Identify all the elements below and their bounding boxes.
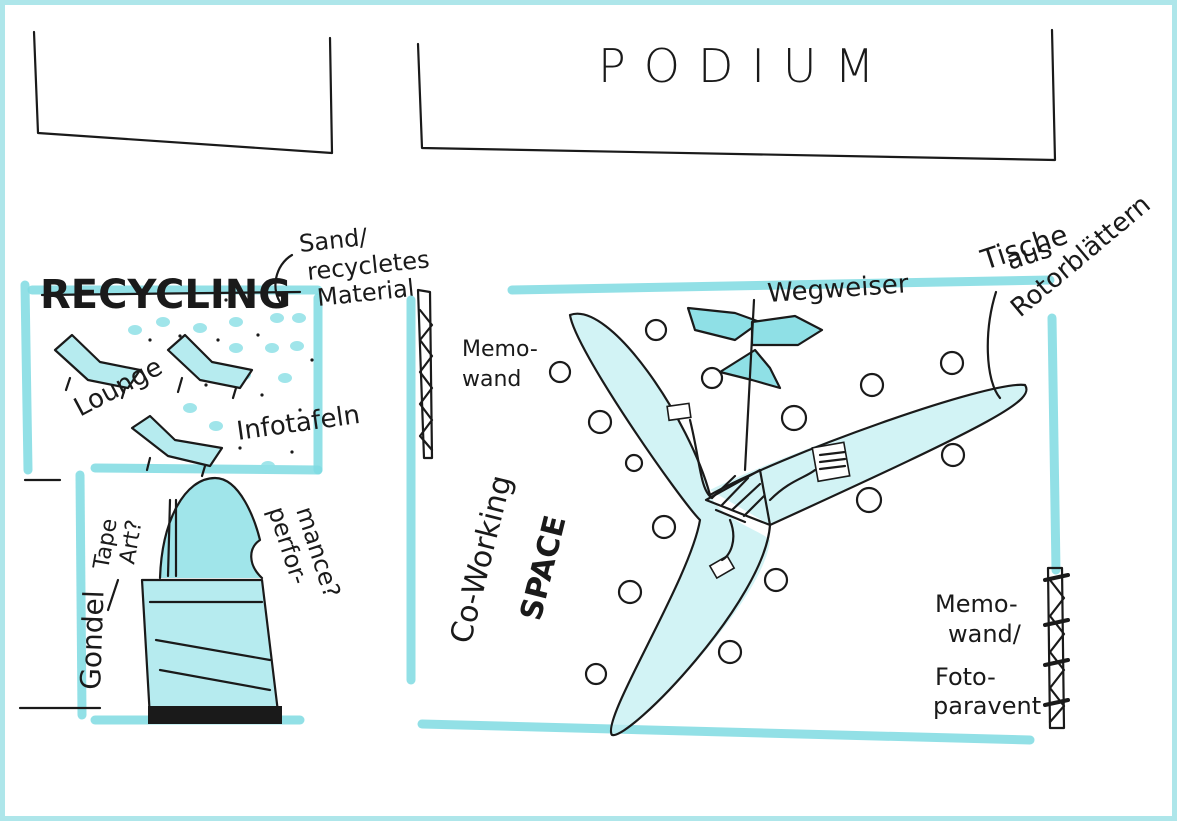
memowand-left — [406, 288, 434, 685]
laptop-icon — [811, 441, 851, 483]
podium-label: PODIUM — [598, 39, 892, 93]
infotafeln-label: Infotafeln — [235, 400, 362, 447]
sand-note: Sand/ recycletes Material — [274, 223, 431, 312]
wegweiser-signpost — [686, 298, 824, 472]
fotoparavent-line-2: paravent — [933, 692, 1041, 720]
coworking-area-walls — [417, 275, 1061, 745]
lounge-chair — [53, 333, 142, 400]
gondel-shape — [140, 476, 282, 724]
coworking-seats — [548, 318, 966, 686]
gondel-divider — [106, 578, 120, 612]
rotor-blade-table — [568, 312, 1028, 737]
memowand-left-line-1: Memo- — [462, 337, 538, 362]
fotoparavent-line-1: Foto- — [935, 663, 996, 691]
recycling-area-walls — [20, 280, 323, 482]
floor-plan-sketch: PODIUM RECYCLING — [18, 28, 1157, 745]
coworking-label-line-1: Co-Working — [444, 472, 520, 647]
tische-note: Tische aus Rotorblättern — [976, 190, 1157, 400]
memowand-right — [1043, 566, 1070, 730]
gondel-label: Gondel — [74, 590, 110, 690]
memowand-left-line-2: wand — [462, 367, 521, 392]
lounge-chair — [130, 414, 224, 478]
lounge-chair — [166, 333, 254, 400]
memowand-right-line-2: wand/ — [948, 620, 1022, 648]
recycling-label: RECYCLING — [40, 272, 291, 318]
wegweiser-label: Wegweiser — [766, 269, 909, 309]
memowand-right-line-1: Memo- — [935, 590, 1018, 618]
podium-box — [416, 28, 1057, 162]
coworking-label-line-2: SPACE — [514, 512, 574, 624]
left-stage-box — [32, 30, 334, 155]
